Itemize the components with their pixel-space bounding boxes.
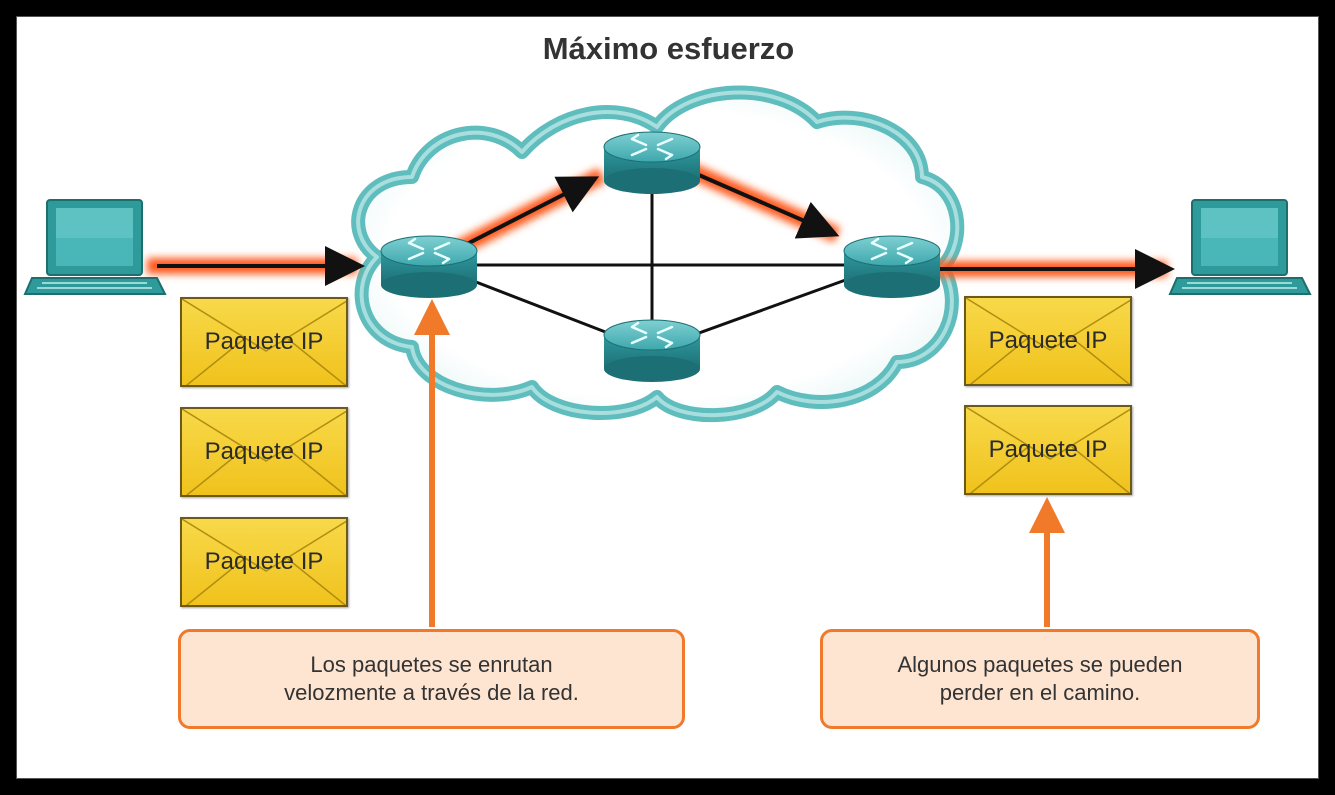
packet-label: Paquete IP: [204, 438, 324, 465]
envelope-icon: Paquete IP: [180, 407, 348, 497]
packet-path-arrows: [157, 170, 1175, 289]
diagram-title: Máximo esfuerzo: [542, 31, 795, 66]
diagram-canvas: Máximo esfuerzo Paquete IP Paquete IP Pa…: [16, 16, 1319, 779]
packet-label: Paquete IP: [204, 548, 324, 575]
packet-label: Paquete IP: [988, 327, 1108, 354]
router-icon: [842, 234, 942, 300]
router-icon: [379, 234, 479, 300]
arrow-router-to-top: [466, 176, 600, 246]
callout-right: Algunos paquetes se pueden perder en el …: [820, 629, 1260, 729]
receiver-computer-icon: [1169, 199, 1311, 295]
packet-label: Paquete IP: [204, 328, 324, 355]
callout-left: Los paquetes se enrutan velozmente a tra…: [178, 629, 685, 729]
sender-computer-icon: [24, 199, 166, 295]
envelope-icon: Paquete IP: [964, 405, 1132, 495]
envelope-icon: Paquete IP: [180, 517, 348, 607]
network-diagram: [24, 85, 1311, 627]
envelope-icon: Paquete IP: [964, 296, 1132, 386]
packet-label: Paquete IP: [988, 436, 1108, 463]
router-icon: [602, 318, 702, 384]
arrow-top-to-right: [691, 170, 840, 239]
envelope-icon: Paquete IP: [180, 297, 348, 387]
outer-frame: Máximo esfuerzo Paquete IP Paquete IP Pa…: [6, 6, 1329, 789]
router-icon: [602, 130, 702, 196]
